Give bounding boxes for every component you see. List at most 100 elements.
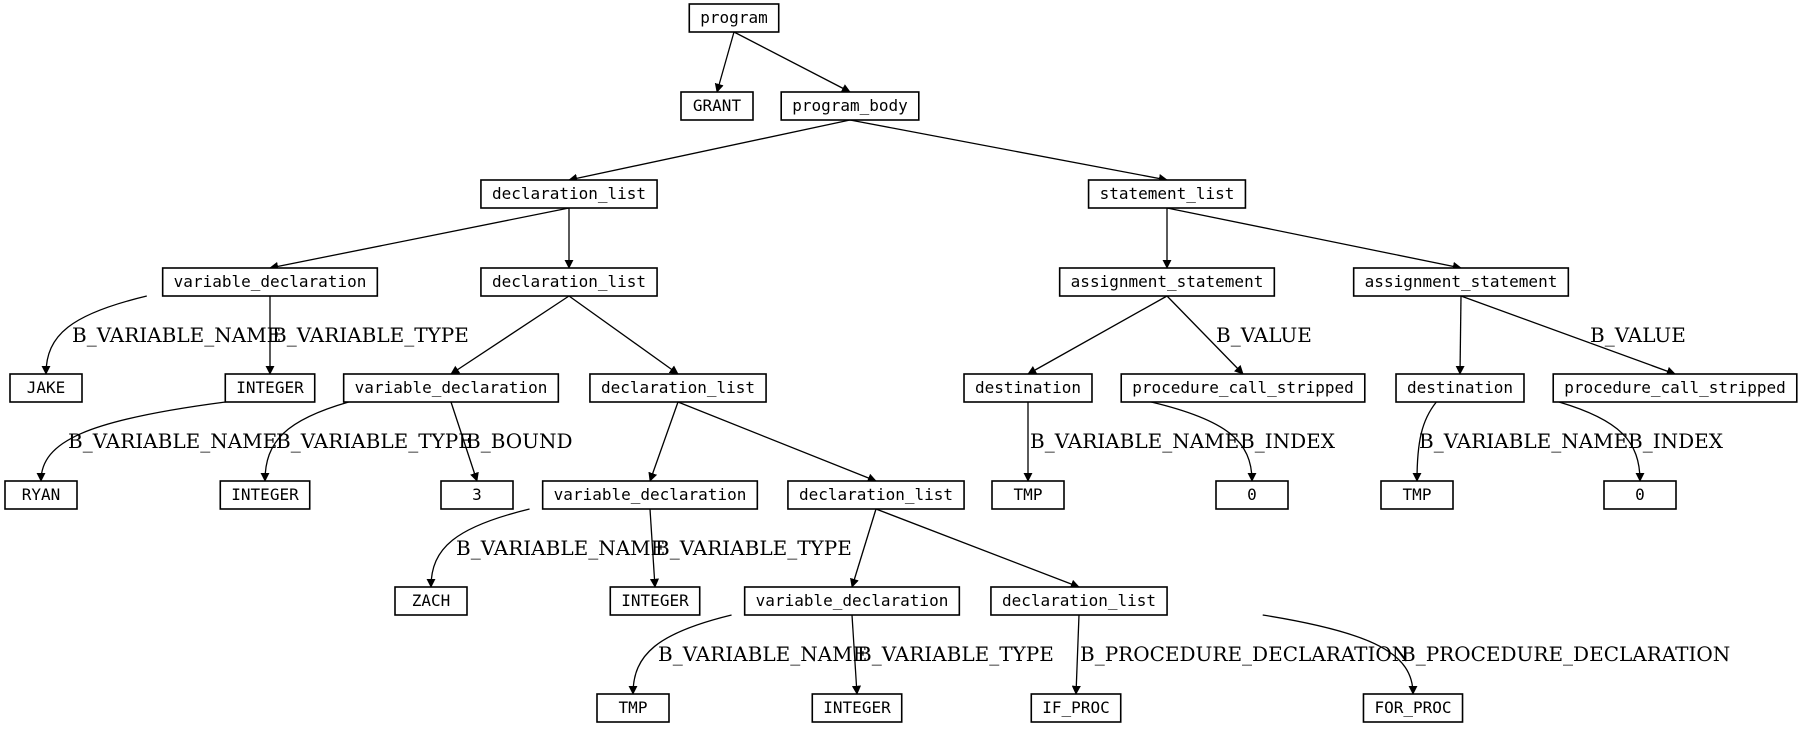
node-label: 3: [472, 485, 482, 504]
node-label: INTEGER: [621, 591, 689, 610]
node-label: destination: [1407, 378, 1513, 397]
node-zach: ZACH: [394, 586, 468, 616]
node-label: declaration_list: [601, 378, 755, 397]
node-box: [596, 693, 670, 723]
edge-program-to-grant: [714, 31, 735, 93]
edge-decl-list-2-to-var-decl-ryan: [450, 295, 570, 375]
node-box: [1030, 693, 1122, 723]
node-tmp-2: TMP: [1380, 480, 1454, 510]
node-box: [1058, 267, 1276, 297]
node-tmp-1: TMP: [991, 480, 1065, 510]
node-label: TMP: [1014, 485, 1043, 504]
node-for-proc: FOR_PROC: [1362, 693, 1464, 723]
node-label: procedure_call_stripped: [1564, 378, 1786, 397]
node-decl-list-4: declaration_list: [787, 480, 965, 510]
node-label: declaration_list: [492, 184, 646, 203]
edge-label: B_VARIABLE_NAME: [456, 536, 665, 560]
node-var-decl-ryan: variable_declaration: [342, 373, 560, 403]
edge-var-decl-tmp-to-integer-4: [851, 614, 862, 695]
node-decl-list-5: declaration_list: [990, 586, 1168, 616]
edge-decl-list-5-to-if-proc: [1071, 614, 1081, 695]
node-label: GRANT: [693, 96, 742, 115]
edge-var-decl-ryan-to-three: [450, 401, 479, 482]
node-box: [963, 373, 1093, 403]
edge-label: B_VARIABLE_TYPE: [655, 536, 852, 560]
node-three: 3: [440, 480, 514, 510]
node-box: [1120, 373, 1366, 403]
node-if-proc: IF_PROC: [1030, 693, 1122, 723]
edge-decl-list-4-to-var-decl-tmp: [850, 508, 877, 588]
node-tmp-3: TMP: [596, 693, 670, 723]
edge-dest-2-to-tmp-2: [1412, 401, 1437, 482]
node-label: INTEGER: [823, 698, 891, 717]
edge-decl-list-3-to-var-decl-zach: [648, 401, 679, 482]
node-integer-3: INTEGER: [609, 586, 701, 616]
node-box: [609, 586, 701, 616]
node-proc-call-1: procedure_call_stripped: [1120, 373, 1366, 403]
node-zero-1: 0: [1215, 480, 1289, 510]
node-box: [9, 373, 83, 403]
node-decl-list-1: declaration_list: [480, 179, 658, 209]
node-assign-2: assignment_statement: [1352, 267, 1570, 297]
node-box: [161, 267, 379, 297]
node-box: [1395, 373, 1525, 403]
edge-label: B_VARIABLE_NAME: [1030, 429, 1239, 453]
node-box: [991, 480, 1065, 510]
node-label: assignment_statement: [1365, 272, 1558, 291]
node-box: [1603, 480, 1677, 510]
edge-program-body-to-stmt-list: [849, 119, 1168, 183]
node-label: program_body: [792, 96, 908, 115]
node-box: [4, 480, 78, 510]
node-box: [589, 373, 767, 403]
node-label: procedure_call_stripped: [1132, 378, 1354, 397]
node-label: program: [700, 8, 767, 27]
edge-assign-1-to-proc-call-1: [1166, 295, 1244, 375]
node-grant: GRANT: [680, 91, 754, 121]
edge-decl-list-3-to-decl-list-4: [677, 401, 877, 483]
node-box: [787, 480, 965, 510]
node-label: FOR_PROC: [1374, 698, 1451, 717]
node-label: variable_declaration: [174, 272, 367, 291]
edge-decl-list-1-to-var-decl-jake: [269, 207, 570, 271]
node-box: [780, 91, 920, 121]
edge-program-body-to-decl-list-1: [568, 119, 851, 183]
node-label: INTEGER: [236, 378, 304, 397]
node-box: [1552, 373, 1798, 403]
node-label: declaration_list: [1002, 591, 1156, 610]
node-box: [224, 373, 316, 403]
edge-label: B_VARIABLE_NAME: [72, 323, 281, 347]
node-proc-call-2: procedure_call_stripped: [1552, 373, 1798, 403]
node-var-decl-zach: variable_declaration: [541, 480, 759, 510]
node-dest-1: destination: [963, 373, 1093, 403]
edge-assign-1-to-dest-1: [1027, 295, 1168, 375]
node-box: [1352, 267, 1570, 297]
node-var-decl-tmp: variable_declaration: [743, 586, 961, 616]
node-decl-list-3: declaration_list: [589, 373, 767, 403]
edge-label: B_VARIABLE_NAME: [658, 642, 867, 666]
edge-program-to-program-body: [733, 31, 851, 93]
edge-dest-2-to-zero-2: [1558, 401, 1645, 482]
node-decl-list-2: declaration_list: [480, 267, 658, 297]
node-integer-1: INTEGER: [224, 373, 316, 403]
node-label: JAKE: [27, 378, 66, 397]
edge-label: B_VARIABLE_TYPE: [272, 323, 469, 347]
node-box: [394, 586, 468, 616]
edge-var-decl-zach-to-zach: [426, 508, 530, 588]
node-box: [990, 586, 1168, 616]
node-box: [440, 480, 514, 510]
edge-label: B_VARIABLE_NAME: [1419, 429, 1628, 453]
node-box: [743, 586, 961, 616]
node-stmt-list: statement_list: [1087, 179, 1247, 209]
node-label: TMP: [619, 698, 648, 717]
node-label: TMP: [1403, 485, 1432, 504]
node-label: destination: [975, 378, 1081, 397]
edge-var-decl-ryan-to-integer-2: [260, 401, 349, 482]
edge-var-decl-jake-to-jake: [41, 295, 147, 375]
node-assign-1: assignment_statement: [1058, 267, 1276, 297]
edge-label: B_INDEX: [1240, 429, 1336, 453]
edge-var-decl-zach-to-integer-3: [649, 508, 660, 588]
edge-assign-2-to-proc-call-2: [1460, 295, 1676, 376]
node-box: [1362, 693, 1464, 723]
